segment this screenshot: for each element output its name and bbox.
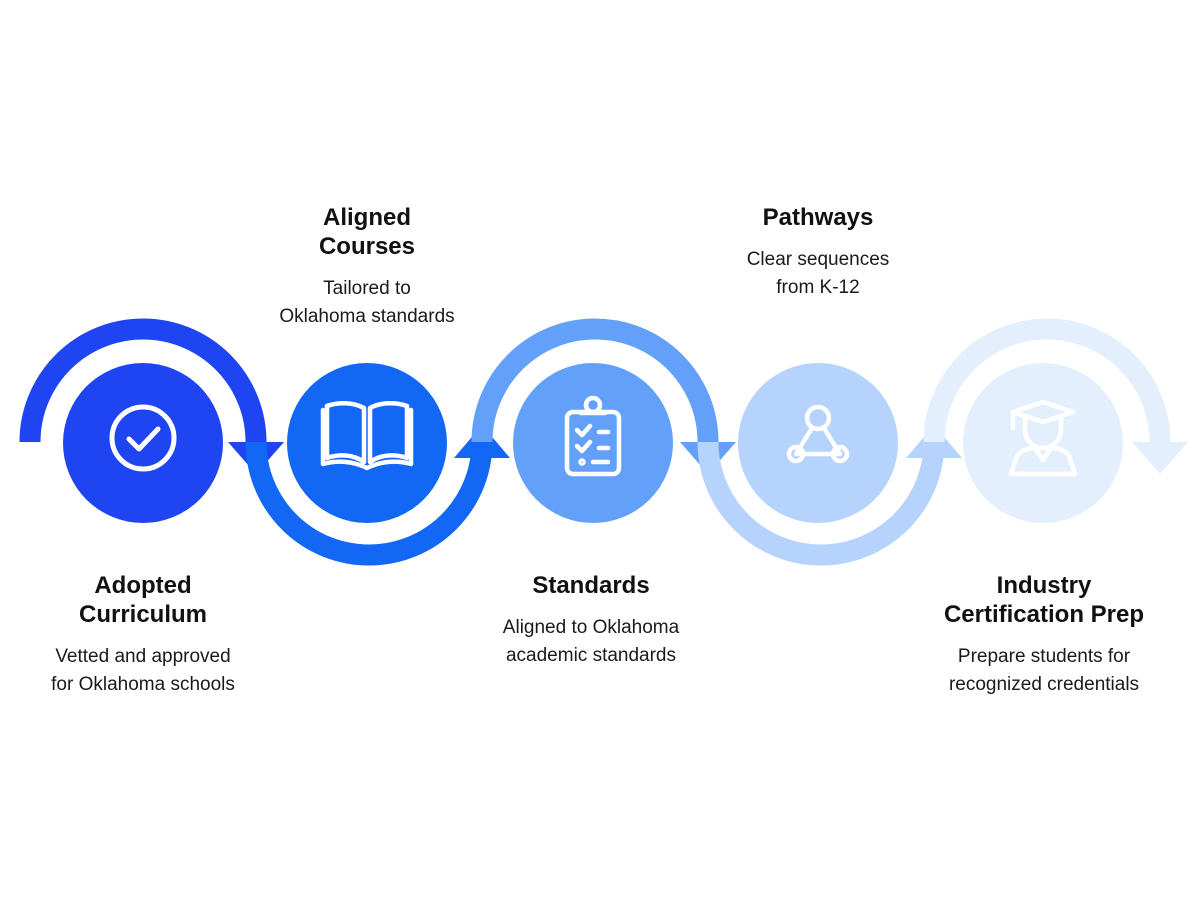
step-2-description: Tailored to Oklahoma standards [237, 275, 497, 331]
step-5-desc-line2: recognized credentials [948, 674, 1140, 695]
step-5-description: Prepare students for recognized credenti… [914, 643, 1174, 699]
step-5-title: Industry Certification Prep [914, 571, 1174, 629]
step-3-title: Standards [461, 571, 721, 600]
step-3-label: Standards Aligned to Oklahoma academic s… [461, 571, 721, 670]
step-5-node [923, 318, 1188, 523]
step-5-circle [963, 363, 1123, 523]
step-3-desc-line1: Aligned to Oklahoma [502, 617, 680, 638]
step-3-description: Aligned to Oklahoma academic standards [461, 614, 721, 670]
step-4-desc-line2: from K-12 [776, 277, 860, 298]
step-2-title-line2: Courses [318, 233, 416, 260]
step-3-arc [471, 318, 719, 443]
step-2-label: Aligned Courses Tailored to Oklahoma sta… [237, 203, 497, 331]
step-1-node [19, 318, 284, 523]
step-4-title-line1: Pathways [762, 204, 874, 231]
step-4-label: Pathways Clear sequences from K-12 [688, 203, 948, 302]
step-4-circle [738, 363, 898, 523]
check-circle-icon [109, 404, 177, 472]
step-5-title-line2: Certification Prep [943, 601, 1145, 628]
step-1-label: Adopted Curriculum Vetted and approved f… [13, 571, 273, 699]
step-2-arc [245, 441, 493, 566]
step-2-node [245, 363, 510, 566]
step-5-arrowhead [1132, 442, 1188, 474]
step-1-desc-line2: for Oklahoma schools [51, 674, 235, 695]
step-3-desc-line2: academic standards [505, 645, 677, 666]
step-5-label: Industry Certification Prep Prepare stud… [914, 571, 1174, 699]
network-nodes-icon [786, 404, 850, 464]
step-5-title-line1: Industry [996, 572, 1092, 599]
step-2-circle [287, 363, 447, 523]
step-4-arc [697, 441, 945, 566]
step-1-desc-line1: Vetted and approved [55, 646, 231, 667]
step-4-node [697, 363, 962, 566]
step-5-arc [923, 318, 1171, 443]
step-1-title-line1: Adopted [94, 572, 192, 599]
step-1-title: Adopted Curriculum [13, 571, 273, 629]
step-4-desc-line1: Clear sequences [746, 249, 890, 270]
step-1-description: Vetted and approved for Oklahoma schools [13, 643, 273, 699]
step-2-title-line1: Aligned [323, 204, 411, 231]
step-2-title: Aligned Courses [237, 203, 497, 261]
step-1-arc [19, 318, 267, 443]
clipboard-checklist-icon [564, 395, 622, 477]
open-book-icon [320, 401, 414, 471]
step-4-title: Pathways [688, 203, 948, 232]
step-1-title-line2: Curriculum [78, 601, 207, 628]
step-5-desc-line1: Prepare students for [957, 646, 1131, 667]
step-3-title-line1: Standards [532, 572, 650, 599]
graduate-icon [1008, 399, 1078, 477]
step-4-description: Clear sequences from K-12 [688, 246, 948, 302]
step-2-desc-line1: Tailored to [323, 278, 411, 299]
step-3-node [471, 318, 736, 523]
step-2-desc-line2: Oklahoma standards [279, 306, 455, 327]
step-3-circle [513, 363, 673, 523]
